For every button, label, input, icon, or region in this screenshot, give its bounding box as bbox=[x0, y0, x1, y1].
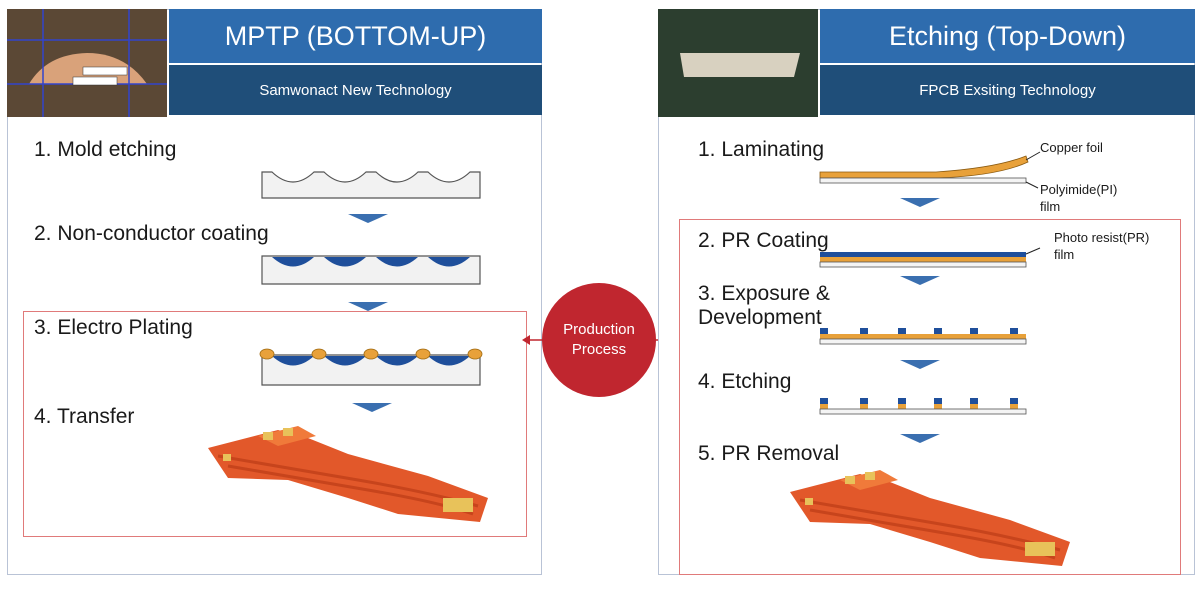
left-title: MPTP (BOTTOM-UP) bbox=[169, 9, 542, 63]
right-step-4: 4. Etching bbox=[698, 370, 792, 393]
arrow-down-icon bbox=[900, 434, 940, 443]
exposure-development-diagram bbox=[819, 328, 1027, 345]
copper-foil-label: Copper foil bbox=[1040, 140, 1103, 155]
laminating-diagram bbox=[819, 151, 1041, 189]
arrow-down-icon bbox=[900, 198, 940, 207]
left-subtitle: Samwonact New Technology bbox=[169, 65, 542, 115]
polyimide-label-1: Polyimide(PI) bbox=[1040, 182, 1118, 197]
right-title: Etching (Top-Down) bbox=[820, 9, 1195, 63]
mptp-cross-section-photo bbox=[7, 9, 167, 117]
mold-etching-diagram bbox=[261, 171, 481, 199]
fpcb-image bbox=[208, 426, 488, 522]
etching-cross-section-photo bbox=[658, 9, 818, 117]
non-conductor-diagram bbox=[261, 255, 481, 285]
photo-resist-label-1: Photo resist(PR) bbox=[1054, 230, 1150, 245]
left-step-3: 3. Electro Plating bbox=[34, 316, 193, 339]
right-step-5: 5. PR Removal bbox=[698, 442, 840, 465]
badge-line-1: Production bbox=[563, 321, 635, 338]
badge-line-2: Process bbox=[571, 341, 627, 358]
left-highlight-box bbox=[23, 311, 527, 537]
left-step-2: 2. Non-conductor coating bbox=[34, 222, 269, 245]
arrow-down-icon bbox=[348, 214, 388, 223]
right-highlight-box bbox=[679, 219, 1181, 575]
electro-plating-diagram bbox=[259, 348, 483, 386]
arrow-down-icon bbox=[348, 302, 388, 311]
left-step-4: 4. Transfer bbox=[34, 405, 135, 428]
left-step-1: 1. Mold etching bbox=[34, 138, 177, 161]
arrow-down-icon bbox=[900, 276, 940, 285]
fpcb-image bbox=[790, 470, 1070, 566]
arrow-down-icon bbox=[352, 403, 392, 412]
right-step-3b: Development bbox=[698, 306, 822, 329]
photo-resist-label-2: film bbox=[1054, 247, 1075, 262]
right-step-1: 1. Laminating bbox=[698, 138, 825, 161]
pr-coating-diagram bbox=[819, 247, 1041, 268]
right-step-2: 2. PR Coating bbox=[698, 229, 829, 252]
arrow-down-icon bbox=[900, 360, 940, 369]
polyimide-label-2: film bbox=[1040, 199, 1061, 214]
right-step-3: 3. Exposure & bbox=[698, 282, 830, 305]
etching-diagram bbox=[819, 398, 1027, 415]
right-subtitle: FPCB Exsiting Technology bbox=[820, 65, 1195, 115]
